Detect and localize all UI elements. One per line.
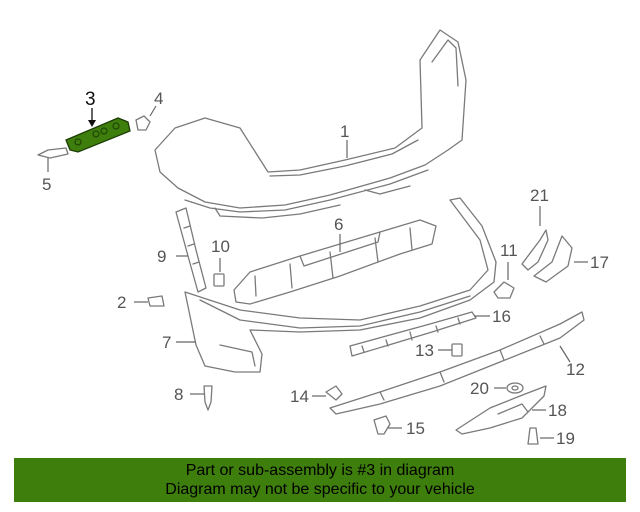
part-1-bumper-cover[interactable] <box>154 29 467 219</box>
parts-diagram: 1 3 4 5 6 7 9 <box>37 29 609 448</box>
callout-3[interactable]: 3 <box>85 89 96 110</box>
part-17-side-trim[interactable] <box>533 235 573 283</box>
callout-7[interactable]: 7 <box>162 333 171 352</box>
callout-18[interactable]: 18 <box>548 401 567 420</box>
part-10-clip[interactable] <box>213 273 225 287</box>
callout-17[interactable]: 17 <box>590 253 609 272</box>
part-20-grommet[interactable] <box>506 382 524 394</box>
callout-1[interactable]: 1 <box>340 122 349 141</box>
part-8-pin[interactable] <box>203 385 213 411</box>
part-9-side-bracket[interactable] <box>175 207 207 293</box>
part-15-bolt[interactable] <box>373 415 391 435</box>
banner-line-2: Diagram may not be specific to your vehi… <box>165 481 475 498</box>
part-4-nut[interactable] <box>135 115 151 131</box>
callout-21[interactable]: 21 <box>530 186 549 205</box>
part-18-lower-trim[interactable] <box>455 385 547 435</box>
callout-16[interactable]: 16 <box>492 307 511 326</box>
part-14-bracket[interactable] <box>325 385 343 401</box>
part-19-screw[interactable] <box>527 427 539 445</box>
part-5-bolt[interactable] <box>37 147 69 159</box>
part-12-diffuser[interactable] <box>329 311 585 415</box>
callout-5[interactable]: 5 <box>42 175 51 194</box>
leader-12 <box>559 345 571 363</box>
part-13-clip[interactable] <box>451 343 463 357</box>
callout-9[interactable]: 9 <box>157 247 166 266</box>
callout-15[interactable]: 15 <box>406 419 425 438</box>
callout-4[interactable]: 4 <box>154 89 163 108</box>
part-6-absorber[interactable] <box>233 219 437 305</box>
arrow-3 <box>88 120 96 127</box>
callout-19[interactable]: 19 <box>556 429 575 448</box>
part-3-bracket[interactable] <box>65 117 131 153</box>
part-11-cap[interactable] <box>493 281 515 299</box>
callout-20[interactable]: 20 <box>470 379 489 398</box>
info-banner: Part or sub-assembly is #3 in diagram Di… <box>14 458 626 502</box>
callout-14[interactable]: 14 <box>290 387 309 406</box>
part-7-lower-fascia[interactable] <box>184 197 497 373</box>
callout-13[interactable]: 13 <box>415 341 434 360</box>
callout-6[interactable]: 6 <box>334 215 343 234</box>
leader-4 <box>149 105 157 117</box>
callout-12[interactable]: 12 <box>566 360 585 379</box>
callout-11[interactable]: 11 <box>500 241 518 260</box>
part-2-screw[interactable] <box>147 295 165 307</box>
part-16-strip[interactable] <box>349 311 477 357</box>
callout-2[interactable]: 2 <box>117 293 126 312</box>
callout-10[interactable]: 10 <box>211 237 230 256</box>
part-21-retainer[interactable] <box>521 229 549 271</box>
banner-line-1: Part or sub-assembly is #3 in diagram <box>185 462 455 479</box>
callout-8[interactable]: 8 <box>174 385 183 404</box>
